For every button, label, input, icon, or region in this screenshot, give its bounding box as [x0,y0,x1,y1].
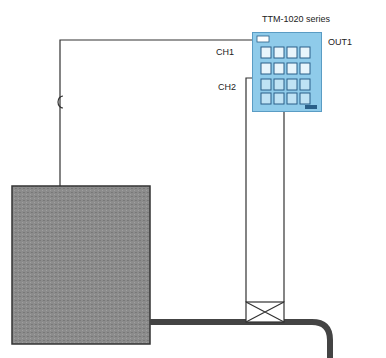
display-digit [261,93,271,104]
pipe [150,322,330,358]
display-digit [287,93,297,104]
display-digit [300,47,310,58]
display-digit [287,63,297,74]
display-digit [300,79,310,90]
signal-name: CH1 [216,47,234,57]
controller-unit: TTM-1020 series [252,32,322,112]
display-digit [287,47,297,58]
controller-panel [253,33,321,111]
display-digit [274,63,284,74]
out-wire [283,110,284,302]
valve-cross [246,302,284,322]
model-heading: TTM-1020 series [262,14,330,24]
signal-name: OUT1 [328,37,352,47]
tank [12,186,150,344]
display-digit [261,47,271,58]
display-digit [261,63,271,74]
display-digit [274,47,284,58]
display-digit [287,79,297,90]
valve [246,302,284,322]
status-lamp [257,36,269,42]
display-digit [274,79,284,90]
sensor-clip [58,96,63,108]
sensor-wire [60,40,252,186]
display-digit [300,63,310,74]
display-digit [274,93,284,104]
display-digit [300,93,310,104]
display-digit [261,79,271,90]
signal-name: CH2 [218,82,236,92]
brand-mark [305,105,317,109]
